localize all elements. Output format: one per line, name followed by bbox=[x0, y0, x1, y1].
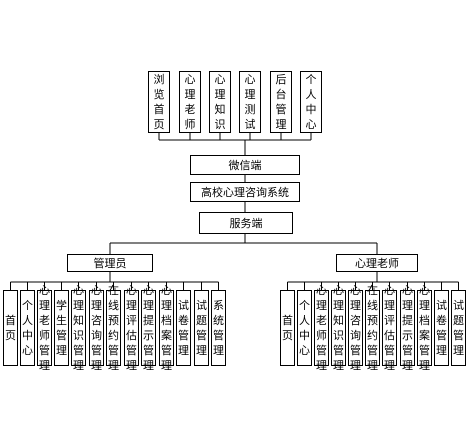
teacher-module-box: 个人中心 bbox=[297, 290, 312, 366]
teacher-module-box: 心理档案管理 bbox=[417, 284, 432, 372]
teacher-module-box: 心理评估管理 bbox=[382, 284, 397, 372]
admin-module-box-label: 在线预约管理 bbox=[108, 284, 119, 372]
client-module-box: 浏览首页 bbox=[148, 71, 170, 133]
admin-module-box-label: 心理咨询管理 bbox=[91, 284, 102, 372]
client-module-box: 心理知识 bbox=[209, 71, 231, 133]
teacher-module-box-label: 心理知识管理 bbox=[333, 284, 344, 372]
admin-module-box: 首页 bbox=[3, 290, 18, 366]
admin-role-box: 管理员 bbox=[67, 254, 153, 272]
client-module-box-label: 个人中心 bbox=[305, 73, 317, 131]
admin-module-box-label: 系统管理 bbox=[213, 299, 224, 357]
teacher-module-box-label: 心理老师管理 bbox=[316, 284, 327, 372]
admin-module-box: 心理提示管理 bbox=[141, 284, 156, 372]
teacher-role-box: 心理老师 bbox=[336, 254, 418, 272]
admin-module-box: 试卷管理 bbox=[176, 290, 191, 366]
teacher-module-box: 心理老师管理 bbox=[314, 284, 329, 372]
admin-module-box: 心理档案管理 bbox=[159, 284, 174, 372]
client-module-box: 个人中心 bbox=[300, 71, 322, 133]
admin-module-box: 学生管理 bbox=[54, 290, 69, 366]
teacher-module-box: 试题管理 bbox=[451, 290, 466, 366]
admin-module-box-label: 试题管理 bbox=[196, 299, 207, 357]
teacher-module-box-label: 心理咨询管理 bbox=[350, 284, 361, 372]
teacher-module-box-label: 在线预约管理 bbox=[367, 284, 378, 372]
teacher-module-box-label: 心理档案管理 bbox=[419, 284, 430, 372]
client-module-box: 后台管理 bbox=[270, 71, 292, 133]
system-title-box: 高校心理咨询系统 bbox=[190, 182, 300, 202]
teacher-module-box-label: 个人中心 bbox=[299, 299, 310, 357]
admin-module-box: 心理知识管理 bbox=[71, 284, 86, 372]
teacher-module-box: 在线预约管理 bbox=[365, 284, 380, 372]
teacher-module-box: 试卷管理 bbox=[434, 290, 449, 366]
client-module-box: 心理测试 bbox=[239, 71, 261, 133]
teacher-module-box: 心理咨询管理 bbox=[348, 284, 363, 372]
teacher-module-box: 心理提示管理 bbox=[400, 284, 415, 372]
client-module-box-label: 心理测试 bbox=[244, 73, 256, 131]
wechat-client-box: 微信端 bbox=[190, 155, 300, 175]
admin-module-box-label: 心理档案管理 bbox=[161, 284, 172, 372]
admin-module-box: 在线预约管理 bbox=[106, 284, 121, 372]
teacher-module-box-label: 试卷管理 bbox=[436, 299, 447, 357]
teacher-module-box: 心理知识管理 bbox=[331, 284, 346, 372]
admin-module-box: 试题管理 bbox=[194, 290, 209, 366]
client-module-box-label: 心理知识 bbox=[214, 73, 226, 131]
admin-module-box-label: 心理评估管理 bbox=[126, 284, 137, 372]
admin-module-box-label: 心理知识管理 bbox=[73, 284, 84, 372]
admin-module-box-label: 学生管理 bbox=[56, 299, 67, 357]
teacher-module-box-label: 试题管理 bbox=[453, 299, 464, 357]
admin-module-box: 心理咨询管理 bbox=[89, 284, 104, 372]
admin-module-box-label: 试卷管理 bbox=[178, 299, 189, 357]
admin-module-box: 心理老师管理 bbox=[37, 284, 52, 372]
admin-module-box-label: 心理提示管理 bbox=[143, 284, 154, 372]
admin-module-box-label: 个人中心 bbox=[22, 299, 33, 357]
client-module-box-label: 心理老师 bbox=[184, 73, 196, 131]
teacher-module-box-label: 心理提示管理 bbox=[402, 284, 413, 372]
server-box: 服务端 bbox=[199, 212, 293, 234]
client-module-box: 心理老师 bbox=[179, 71, 201, 133]
teacher-module-box-label: 心理评估管理 bbox=[384, 284, 395, 372]
teacher-module-box: 首页 bbox=[280, 290, 295, 366]
admin-module-box: 系统管理 bbox=[211, 290, 226, 366]
admin-module-box-label: 首页 bbox=[5, 314, 16, 342]
admin-module-box-label: 心理老师管理 bbox=[39, 284, 50, 372]
admin-module-box: 个人中心 bbox=[20, 290, 35, 366]
client-module-box-label: 浏览首页 bbox=[153, 73, 165, 131]
teacher-module-box-label: 首页 bbox=[282, 314, 293, 342]
admin-module-box: 心理评估管理 bbox=[124, 284, 139, 372]
client-module-box-label: 后台管理 bbox=[275, 73, 287, 131]
